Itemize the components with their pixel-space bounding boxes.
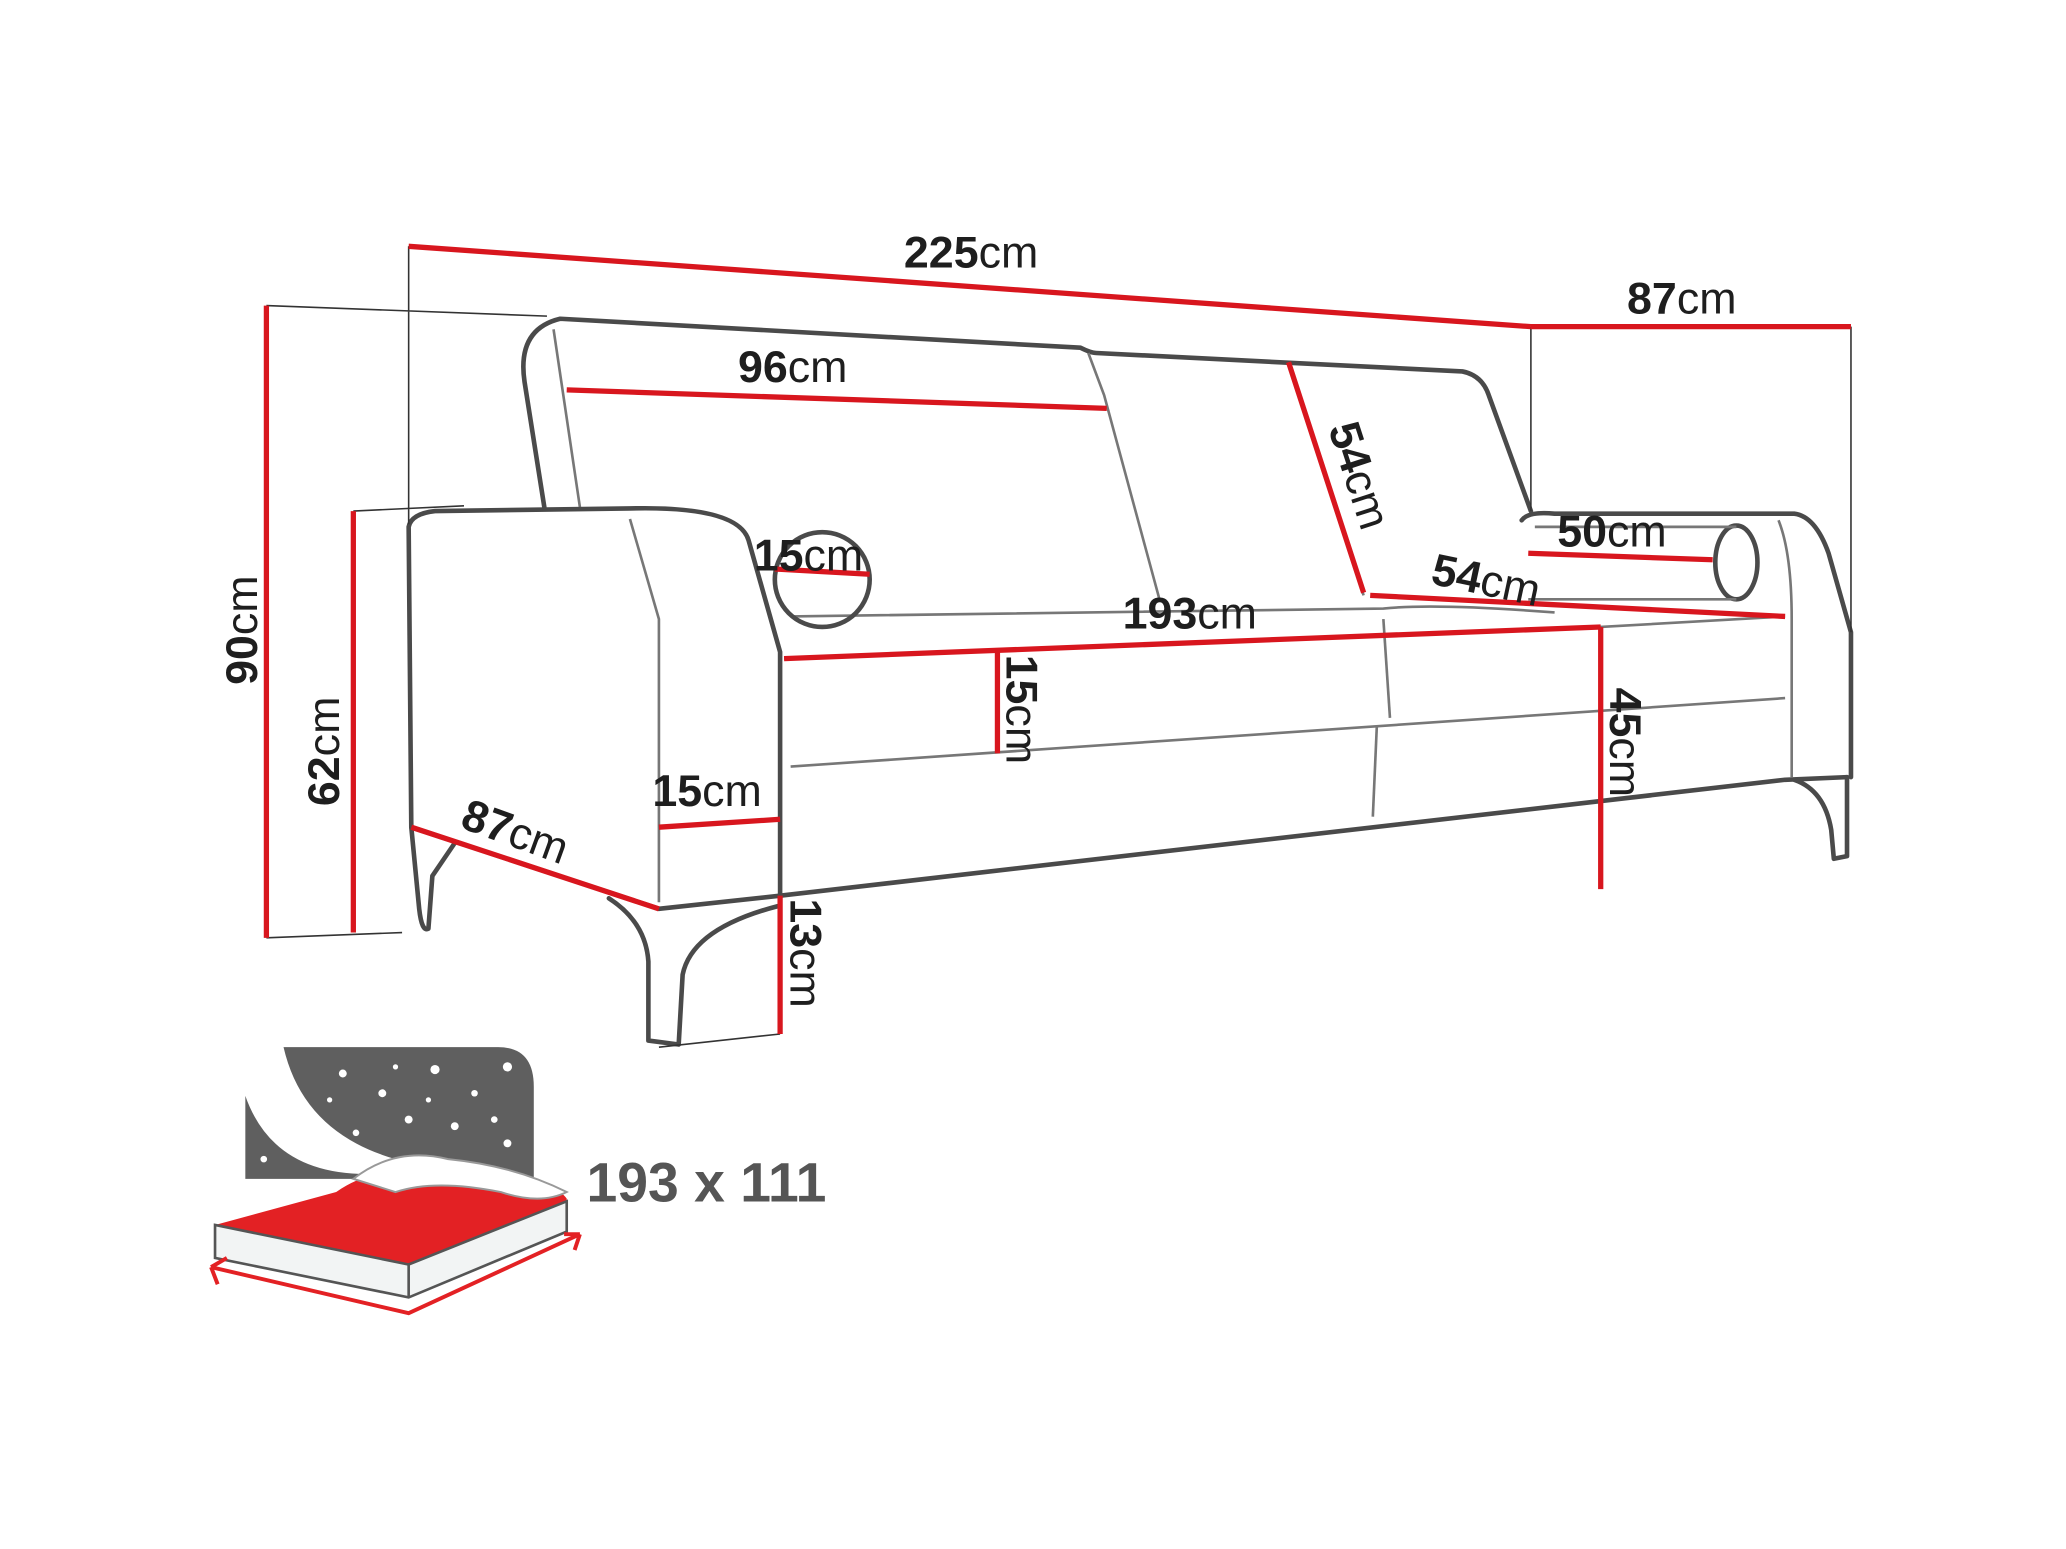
label-total-width: 225cm (904, 227, 1038, 277)
label-depth-top: 87cm (1627, 273, 1736, 323)
sofa-outline (406, 316, 1854, 1047)
stars (260, 1062, 513, 1163)
label-total-height: 90cm (217, 575, 267, 684)
label-cushion-height: 15cm (997, 655, 1047, 764)
label-backrest-width: 96cm (738, 342, 847, 392)
sleeping-area-label: 193 x 111 (586, 1151, 826, 1213)
label-bolster-diameter: 15cm (754, 530, 863, 580)
label-armrest-height: 62cm (299, 697, 349, 806)
label-backrest-height: 54cm (1319, 416, 1400, 536)
label-leg-height: 13cm (781, 898, 831, 1007)
label-seat-depth: 54cm (1427, 544, 1544, 616)
label-armrest-width: 15cm (652, 766, 761, 816)
label-armrest-length: 50cm (1557, 507, 1666, 557)
dimension-lines (263, 243, 1851, 1034)
extension-lines (266, 246, 1852, 1048)
label-seat-height: 45cm (1600, 688, 1650, 797)
bed-icon (209, 1047, 582, 1316)
label-seat-width: 193cm (1123, 588, 1257, 638)
